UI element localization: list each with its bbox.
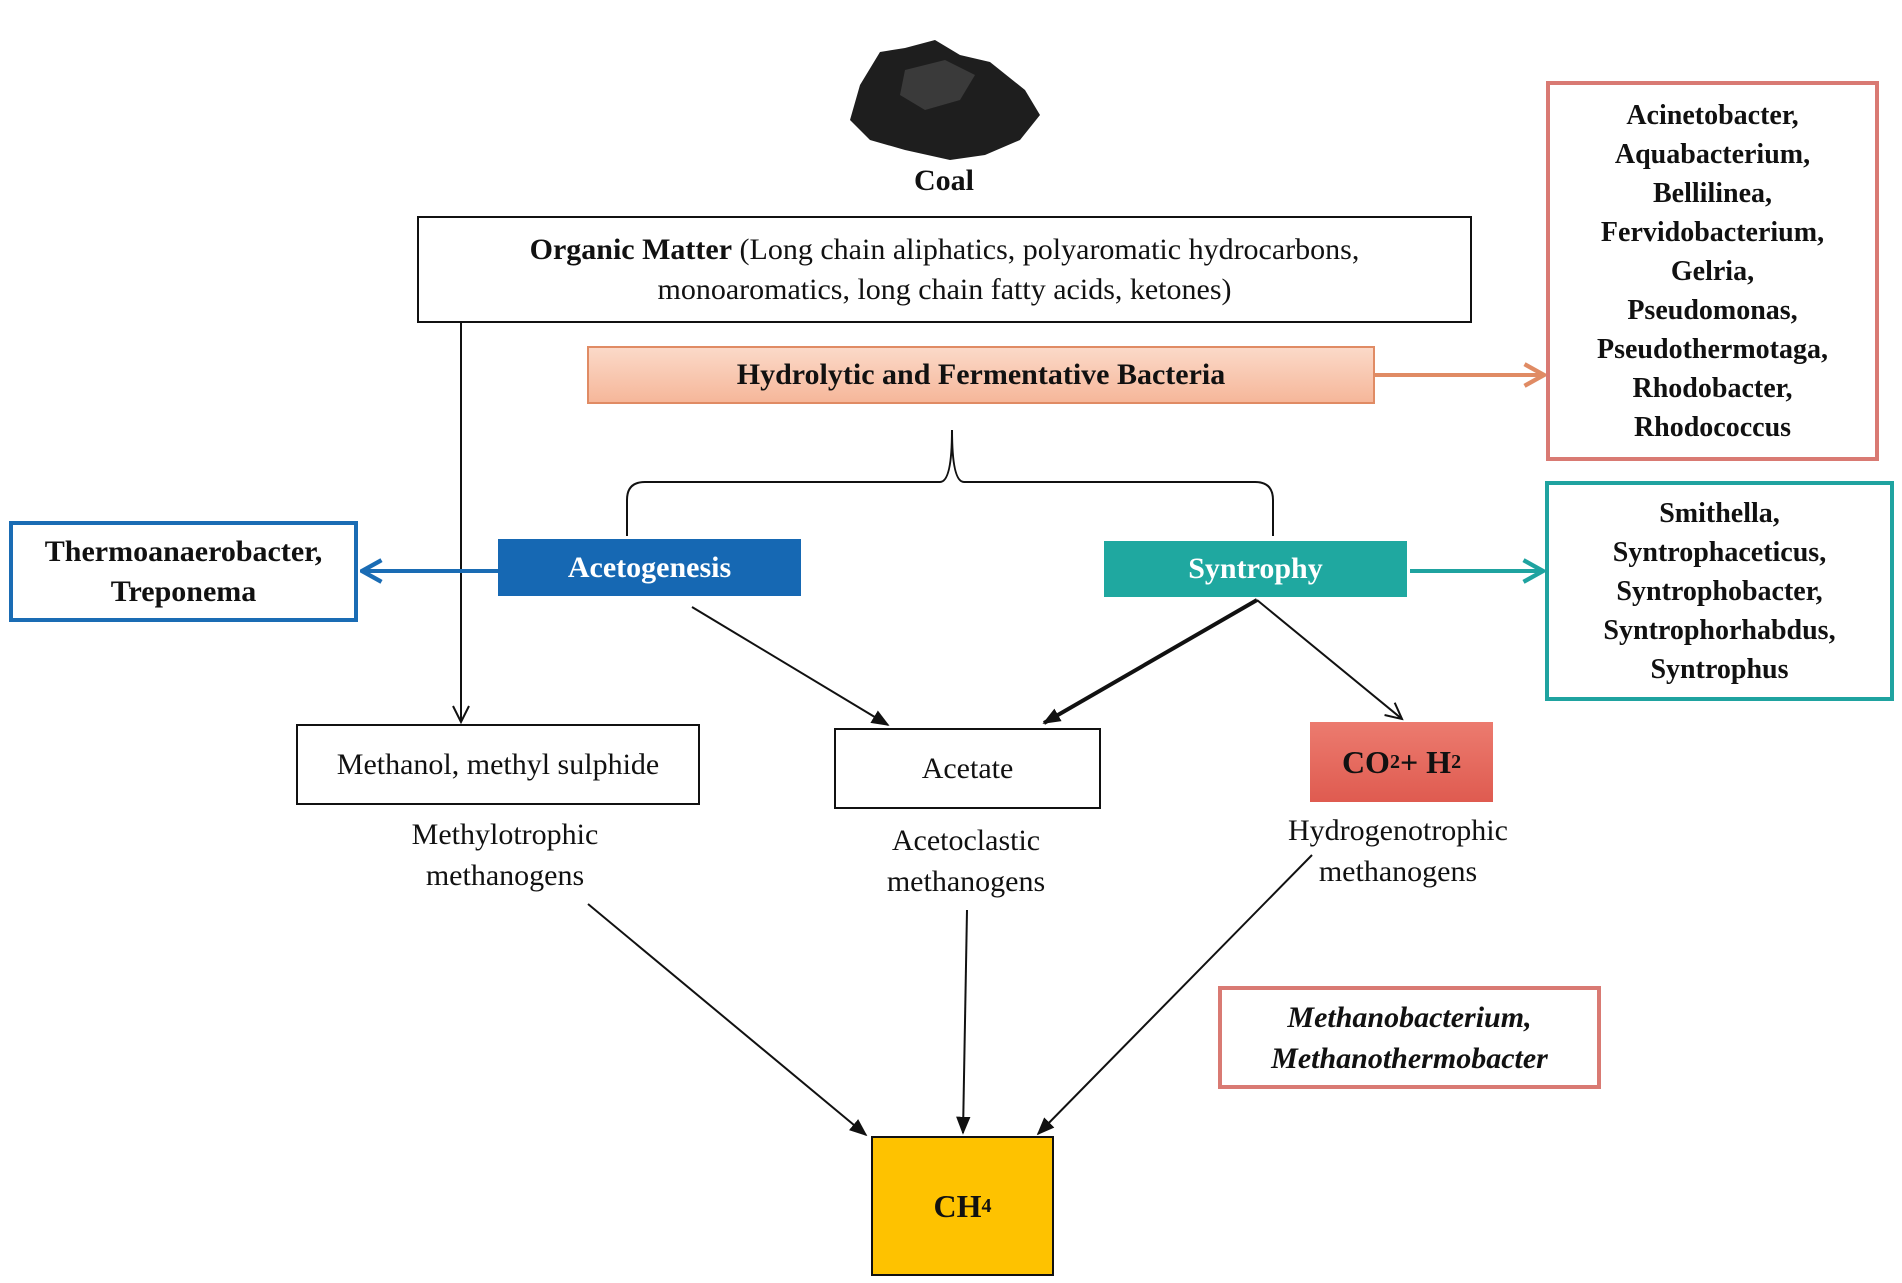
arrow-syntrophy-to-acetate xyxy=(1042,598,1259,725)
arrow-methylotrophic-to-ch4 xyxy=(587,903,868,1137)
coal-highlight xyxy=(900,60,975,110)
co2-text: CO xyxy=(1341,743,1390,780)
label-line: methanogens xyxy=(425,859,585,892)
coal-label: Coal xyxy=(914,164,974,197)
syntrophy-taxa-box: Smithella, Syntrophaceticus, Syntrophoba… xyxy=(1545,481,1894,701)
arrow-syntrophy-to-co2 xyxy=(1256,599,1402,719)
hydrolytic-taxa-box: Acinetobacter, Aquabacterium, Bellilinea… xyxy=(1546,81,1879,461)
organic-matter-box: Organic Matter (Long chain aliphatics, p… xyxy=(417,216,1472,323)
taxon: Methanobacterium, xyxy=(1287,1000,1532,1034)
taxon: Aquabacterium, xyxy=(1614,138,1811,170)
methylotrophic-label: Methylotrophic methanogens xyxy=(330,814,680,896)
taxon: Rhodobacter, xyxy=(1632,372,1793,404)
taxon: Acinetobacter, xyxy=(1626,99,1799,131)
hydrogenotrophic-taxa-box: Methanobacterium, Methanothermobacter xyxy=(1218,986,1601,1089)
label-line: Methylotrophic xyxy=(411,818,599,851)
label-line: Hydrogenotrophic xyxy=(1288,814,1508,847)
taxon: Syntrophorhabdus, xyxy=(1603,614,1836,646)
taxon: Fervidobacterium, xyxy=(1600,216,1825,248)
taxon: Gelria, xyxy=(1670,255,1755,287)
taxon: Smithella, xyxy=(1659,497,1780,529)
taxon: Pseudomonas, xyxy=(1627,294,1798,326)
methanol-box: Methanol, methyl sulphide xyxy=(296,724,700,805)
ch4-text: CH xyxy=(933,1187,982,1224)
organic-matter-title: Organic Matter xyxy=(529,232,733,266)
taxon: Syntrophus xyxy=(1650,653,1789,685)
taxon: Methanothermobacter xyxy=(1271,1041,1548,1075)
taxon: Rhodococcus xyxy=(1633,411,1792,443)
acetogenesis-box: Acetogenesis xyxy=(498,539,801,596)
acetoclastic-label: Acetoclastic methanogens xyxy=(826,820,1106,902)
arrow-hydrogenotrophic-to-ch4 xyxy=(1036,854,1313,1136)
acetate-box: Acetate xyxy=(834,728,1101,809)
co2-subscript: 2 xyxy=(1389,750,1400,773)
label-line: methanogens xyxy=(886,865,1046,898)
hydrogenotrophic-label: Hydrogenotrophic methanogens xyxy=(1248,810,1548,892)
syntrophy-box: Syntrophy xyxy=(1104,541,1407,597)
taxon: Thermoanaerobacter, xyxy=(44,534,323,568)
taxon: Syntrophaceticus, xyxy=(1612,536,1827,568)
arrow-acetoclastic-to-ch4 xyxy=(956,909,971,1135)
taxon: Bellilinea, xyxy=(1653,177,1772,209)
organic-matter-description: (Long chain aliphatics, polyaromatic hyd… xyxy=(657,232,1360,306)
arrow-acetogenesis-to-acetate xyxy=(691,606,890,726)
taxon: Pseudothermotaga, xyxy=(1597,333,1828,365)
label-line: methanogens xyxy=(1318,855,1478,888)
h2-text: + H xyxy=(1399,743,1452,780)
acetogenesis-taxa-box: Thermoanaerobacter, Treponema xyxy=(9,521,358,622)
taxon: Syntrophobacter, xyxy=(1616,575,1823,607)
brace xyxy=(626,429,1274,536)
taxon: Treponema xyxy=(110,574,257,608)
h2-subscript: 2 xyxy=(1451,750,1462,773)
ch4-subscript: 4 xyxy=(981,1194,992,1217)
label-line: Acetoclastic xyxy=(891,824,1041,857)
hydrolytic-bacteria-box: Hydrolytic and Fermentative Bacteria xyxy=(587,346,1375,404)
